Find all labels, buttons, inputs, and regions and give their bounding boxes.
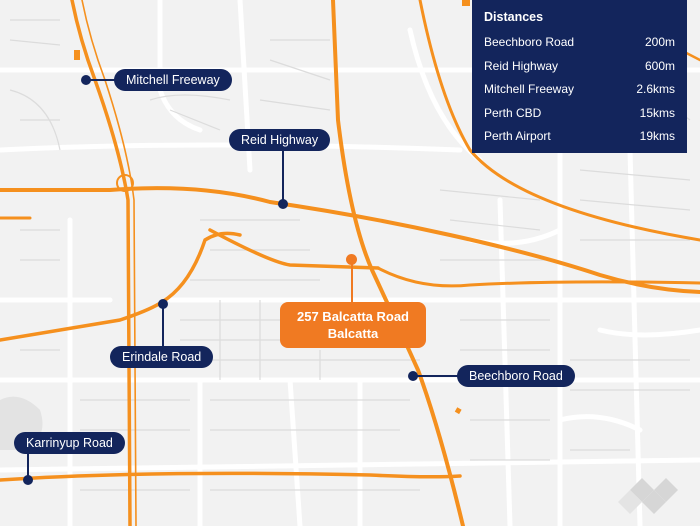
label-erindale-road[interactable]: Erindale Road — [110, 346, 214, 368]
distances-title: Distances — [484, 10, 544, 24]
beechboro-leader — [413, 375, 458, 377]
mitchell-pin — [81, 75, 91, 85]
distances-panel: Distances Beechboro Road 200m Reid Highw… — [472, 0, 687, 153]
distance-place: Perth CBD — [484, 105, 542, 120]
subject-address: 257 Balcatta Road — [297, 309, 409, 324]
map-marker-fragment-2 — [454, 407, 462, 415]
distance-row: Mitchell Freeway 2.6kms — [484, 78, 675, 102]
beechboro-pin — [408, 371, 418, 381]
distance-value: 19kms — [639, 129, 675, 143]
subject-property-label[interactable]: 257 Balcatta Road Balcatta — [280, 302, 426, 348]
distance-row: Perth CBD 15kms — [484, 102, 675, 126]
distance-place: Reid Highway — [484, 58, 559, 73]
erindale-leader — [162, 305, 164, 349]
distance-row: Reid Highway 600m — [484, 55, 675, 79]
subject-stem — [351, 262, 353, 302]
distance-row: Beechboro Road 200m — [484, 31, 675, 55]
distance-value: 200m — [644, 35, 675, 49]
karrinyup-leader — [27, 452, 29, 480]
suburb-streets — [9, 19, 691, 491]
reid-pin — [278, 199, 288, 209]
map-marker-fragment — [462, 0, 470, 6]
freeway-marker — [74, 50, 80, 60]
distance-value: 15kms — [639, 105, 675, 120]
distance-value: 600m — [644, 58, 675, 73]
distance-place: Perth Airport — [484, 129, 551, 143]
karrinyup-pin — [23, 475, 33, 485]
distance-row: Perth Airport 19kms — [484, 125, 675, 149]
distance-place: Beechboro Road — [484, 35, 575, 49]
subject-location-pin[interactable] — [346, 254, 357, 265]
erindale-pin — [158, 299, 168, 309]
label-reid-highway[interactable]: Reid Highway — [229, 129, 331, 151]
map-provider-logo-icon — [618, 478, 678, 514]
distance-place: Mitchell Freeway — [484, 82, 575, 96]
subject-suburb: Balcatta — [327, 326, 379, 341]
reid-leader — [282, 150, 284, 204]
label-beechboro-road[interactable]: Beechboro Road — [457, 365, 575, 387]
label-mitchell-freeway[interactable]: Mitchell Freeway — [114, 69, 232, 91]
label-karrinyup-road[interactable]: Karrinyup Road — [14, 432, 125, 454]
distance-value: 2.6kms — [636, 82, 675, 96]
mitchell-leader — [86, 79, 116, 81]
